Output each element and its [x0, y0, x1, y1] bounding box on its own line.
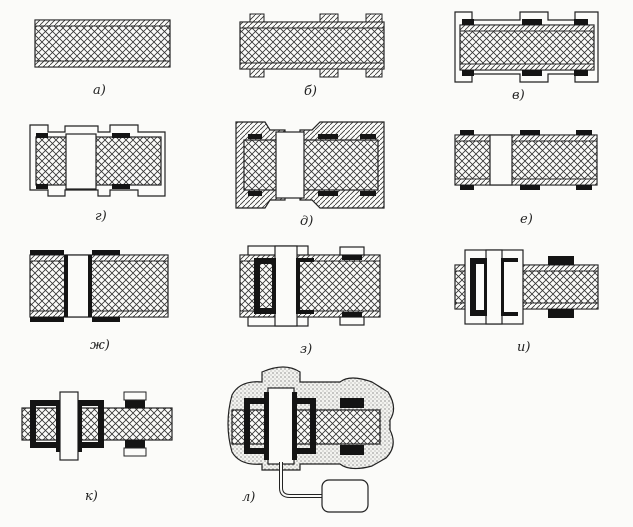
caption-k: к) [85, 489, 98, 504]
panel-e-board [454, 130, 598, 190]
panel-b-board [239, 13, 385, 78]
panel-i-board [454, 249, 599, 325]
caption-e: е) [520, 212, 533, 227]
panel-d-board [235, 121, 385, 209]
caption-i: и) [517, 340, 531, 355]
panel-l-board [227, 366, 395, 513]
caption-v: в) [512, 88, 525, 103]
panel-v-board [454, 11, 599, 83]
panel-z-board [239, 245, 381, 327]
caption-a: а) [93, 83, 106, 98]
caption-l: л) [242, 490, 256, 505]
panel-k-board [21, 391, 173, 461]
caption-z: з) [300, 342, 313, 357]
caption-zh: ж) [90, 338, 110, 353]
panel-zh-board [29, 250, 169, 322]
panel-a-board [34, 19, 171, 68]
panel-g-board [29, 124, 166, 197]
caption-b: б) [304, 84, 318, 99]
caption-d: д) [300, 214, 314, 229]
caption-g: г) [95, 209, 107, 224]
